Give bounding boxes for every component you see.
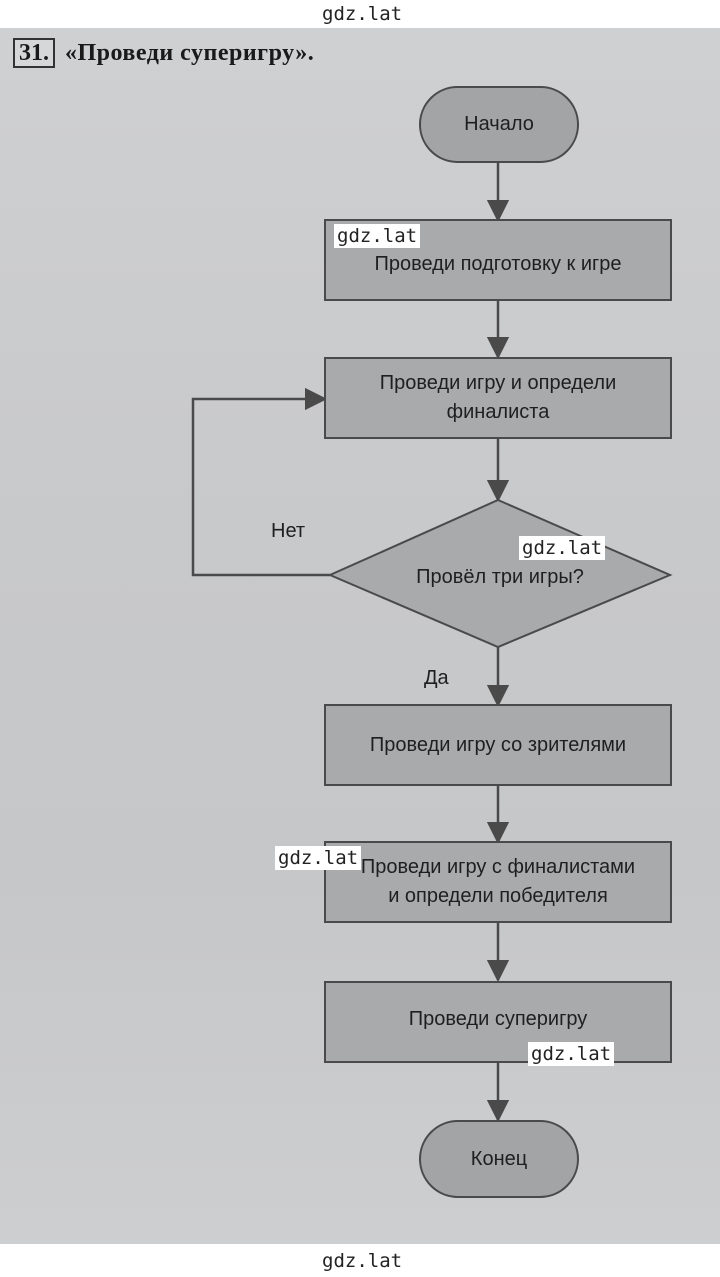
supergame-text: Проведи суперигру (408, 1007, 588, 1030)
prepare-text: Проведи подготовку к игре (374, 252, 622, 275)
finalists-text: Проведи игру с финалистами и определи по… (325, 842, 671, 922)
game-text: Проведи игру и определи финалиста (325, 358, 671, 438)
finalists-box (324, 841, 672, 923)
watermark-finalists: gdz.lat (275, 846, 362, 870)
watermark-supergame: gdz.lat (528, 1042, 615, 1066)
exercise-title: «Проведи суперигру». (65, 39, 315, 66)
finalists-text-line1: Проведи игру с финалистами (360, 856, 636, 878)
game-text-line2: финалиста (446, 401, 550, 423)
start-terminal (419, 86, 579, 163)
watermark-top: gdz.lat (319, 2, 406, 26)
watermark-decision: gdz.lat (519, 536, 606, 560)
end-terminal (419, 1120, 579, 1198)
start-text: Начало (464, 113, 534, 135)
exercise-number: 31. (13, 38, 55, 68)
end-text: Конец (470, 1147, 528, 1170)
decision-text: Провёл три игры? (416, 565, 584, 588)
no-branch-label: Нет (271, 520, 306, 542)
finalists-text-line2: и определи победителя (388, 885, 608, 907)
game-box (324, 357, 672, 439)
watermark-bottom: gdz.lat (319, 1249, 406, 1273)
watermark-prepare: gdz.lat (334, 224, 421, 248)
audience-text: Проведи игру со зрителями (369, 733, 627, 756)
exercise-heading: 31. «Проведи суперигру». (13, 38, 314, 68)
yes-branch-label: Да (424, 667, 449, 689)
audience-box (324, 704, 672, 786)
decision-diamond (327, 498, 673, 649)
connector-no-loop (191, 387, 330, 577)
game-text-line1: Проведи игру и определи (379, 372, 617, 394)
